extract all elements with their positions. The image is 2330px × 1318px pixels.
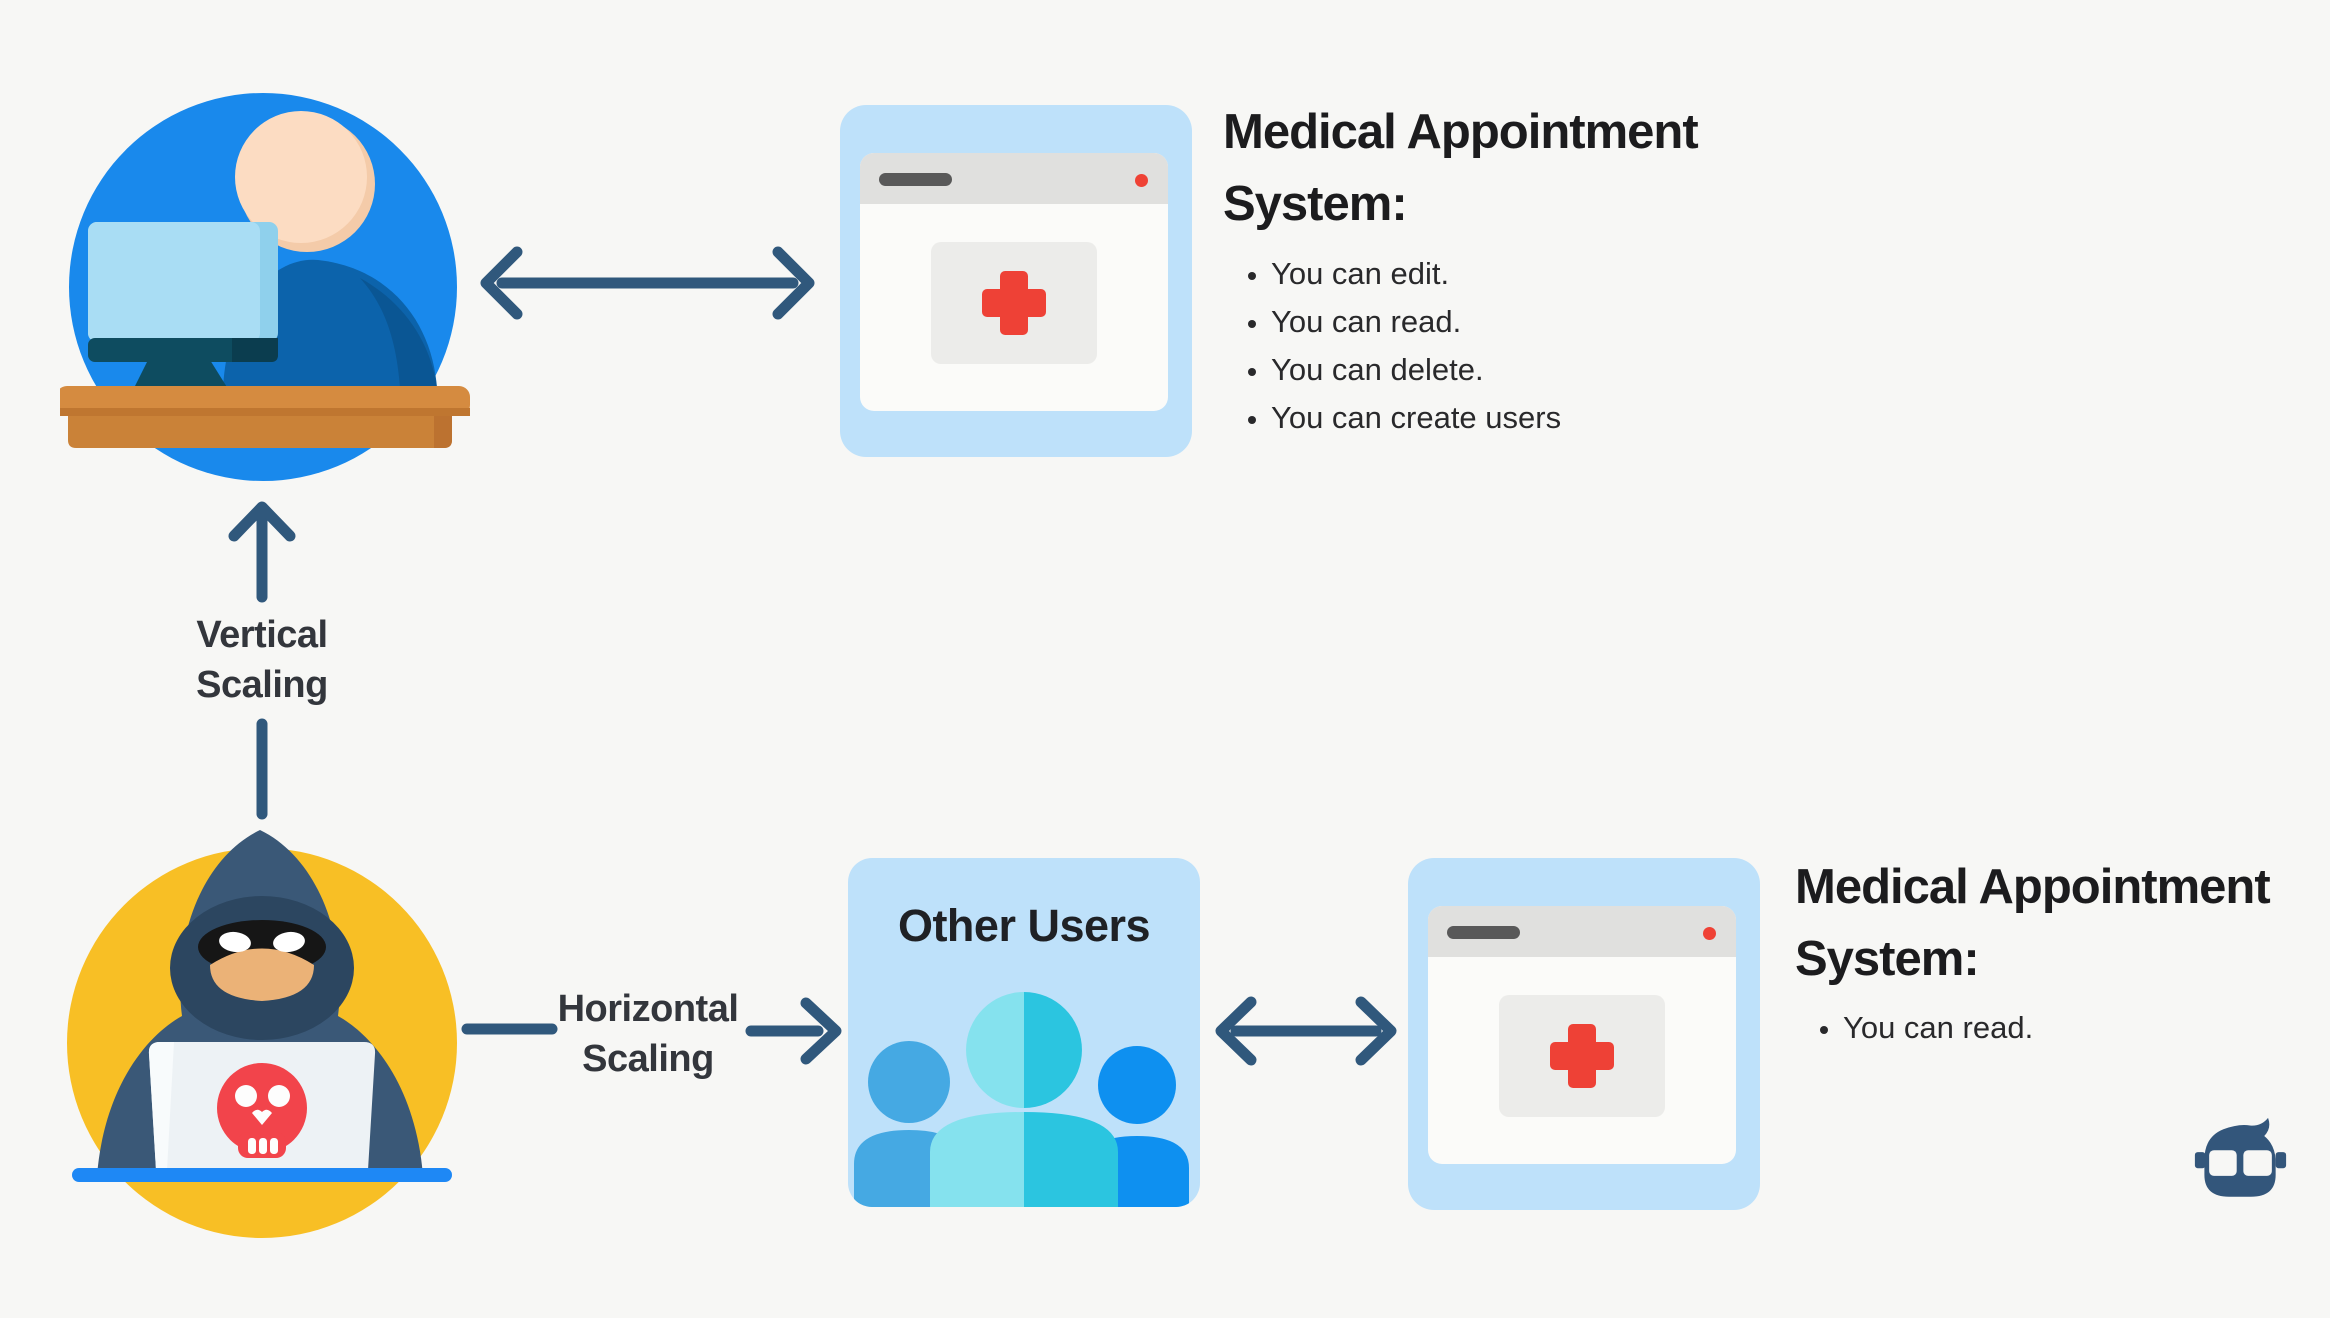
label-line: Horizontal — [557, 988, 739, 1030]
label-line: Scaling — [582, 1038, 714, 1080]
browser-window — [1428, 906, 1736, 1164]
eye-icon — [273, 931, 305, 953]
permission-item: You can delete. — [1271, 346, 1561, 394]
browser-titlebar — [1428, 906, 1736, 957]
system-title-line: System: — [1223, 177, 1408, 231]
label-line: Vertical — [196, 614, 328, 656]
content-panel — [1499, 995, 1665, 1117]
ninja-face-logo-icon — [2194, 1117, 2287, 1197]
permissions-list: You can edit.You can read.You can delete… — [1223, 250, 1561, 442]
other-users-title: Other Users — [897, 900, 1151, 951]
medical-cross-icon — [1568, 1024, 1596, 1088]
permissions-list: You can read. — [1795, 1004, 2033, 1052]
user-group-icon — [854, 992, 1189, 1207]
permission-item: You can read. — [1843, 1004, 2033, 1052]
double-arrow-user-system — [480, 246, 815, 320]
content-panel — [931, 242, 1097, 364]
permission-item: You can read. — [1271, 298, 1561, 346]
medical-app-window-icon — [1408, 858, 1760, 1210]
laptop-base — [72, 1168, 452, 1182]
medical-app-window-icon — [840, 105, 1192, 457]
system-title-line: Medical Appointment — [1223, 105, 1699, 159]
medical-cross-icon — [1000, 271, 1028, 335]
record-dot-icon — [1135, 174, 1148, 187]
desk — [60, 386, 470, 448]
browser-window — [860, 153, 1168, 411]
person-center — [930, 992, 1118, 1207]
system-title-line: Medical Appointment — [1795, 860, 2271, 914]
record-dot-icon — [1703, 927, 1716, 940]
permission-item: You can edit. — [1271, 250, 1561, 298]
other-users-box: Other Users — [848, 858, 1200, 1207]
address-pill-icon — [879, 173, 952, 186]
system-title-line: System: — [1795, 932, 1980, 986]
label-line: Scaling — [196, 664, 328, 706]
eye-icon — [219, 931, 251, 953]
skull-icon — [217, 1063, 307, 1158]
browser-titlebar — [860, 153, 1168, 204]
hacker-icon — [67, 830, 457, 1238]
address-pill-icon — [1447, 926, 1520, 939]
double-arrow-users-system — [1215, 996, 1397, 1066]
permission-item: You can create users — [1271, 394, 1561, 442]
user-at-desk-icon — [60, 93, 470, 481]
